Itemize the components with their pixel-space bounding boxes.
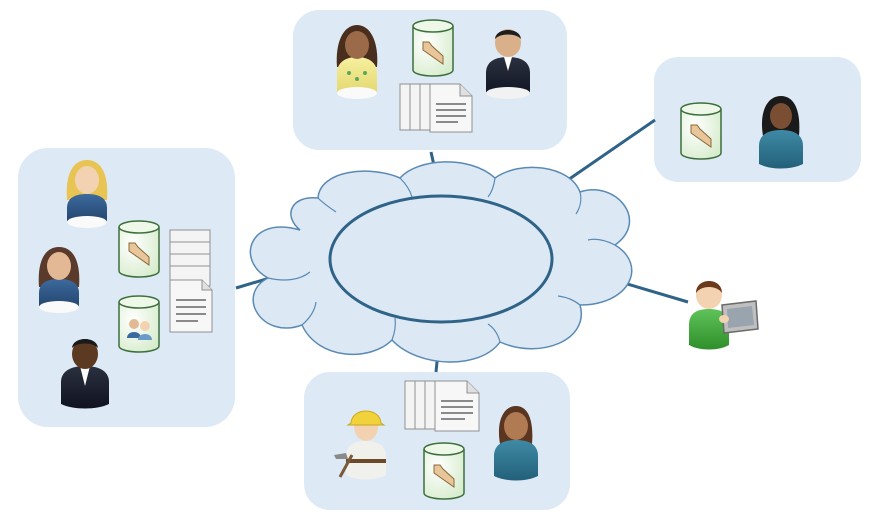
tablet-icon: [719, 301, 758, 333]
database-folder-icon: [119, 221, 159, 277]
document-stack-icon: [170, 230, 212, 332]
document-stack-icon: [400, 84, 472, 132]
network-core-ellipse: [330, 196, 552, 322]
database-users-icon: [119, 296, 159, 352]
person-icon: [67, 160, 108, 228]
person-icon: [39, 247, 80, 313]
document-stack-icon: [405, 381, 479, 431]
person-icon: [337, 25, 378, 99]
database-folder-icon: [424, 443, 464, 499]
database-folder-icon: [413, 20, 453, 76]
database-folder-icon: [681, 103, 721, 159]
